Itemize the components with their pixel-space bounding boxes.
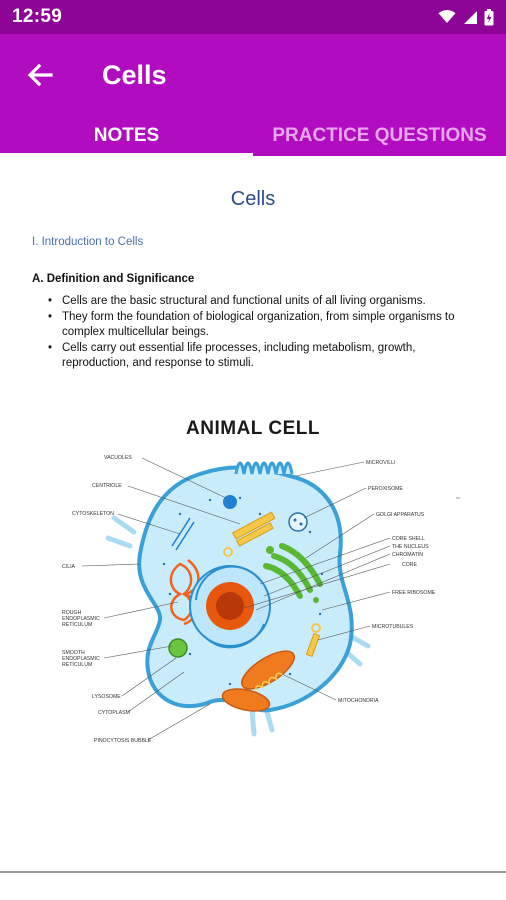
bullet-item: Cells carry out essential life processes… <box>48 341 478 372</box>
label-chromatin: CHROMATIN <box>392 552 423 558</box>
arrow-left-icon <box>27 64 53 86</box>
label-centriole: CENTRIOLE <box>92 483 122 489</box>
app-bar: Cells <box>0 34 506 116</box>
bottom-divider <box>0 871 506 873</box>
label-core: CORE <box>402 562 418 568</box>
label-rough-er: ROUGH <box>62 610 82 616</box>
label-vacuoles: VACUOLES <box>104 455 132 461</box>
centriole-shape <box>223 511 276 557</box>
label-smooth-er: ENDOPLASMIC <box>62 656 100 662</box>
document-title: Cells <box>230 188 276 210</box>
label-cilia: CILIA <box>62 564 76 570</box>
back-button[interactable] <box>0 34 80 116</box>
lysosome-shape <box>168 638 188 658</box>
label-lysosome: LYSOSOME <box>92 694 121 700</box>
subheading: A. Definition and Significance <box>32 273 195 285</box>
nucleus-shape <box>189 565 271 649</box>
bullet-item: Cells are the basic structural and funct… <box>48 294 478 310</box>
label-cytoskeleton: CYTOSKELETON <box>72 511 114 517</box>
cytoskeleton-lines <box>171 517 195 551</box>
status-bar: 12:59 <box>0 0 506 34</box>
label-rough-er: RETICULUM <box>62 622 92 628</box>
status-time: 12:59 <box>12 6 63 27</box>
label-core-shell: CORE SHELL <box>392 536 425 542</box>
battery-icon <box>484 8 494 25</box>
mitochondria-shape <box>221 650 295 712</box>
bottom-area <box>0 873 506 900</box>
label-microvilli: MICROVILLI <box>366 460 395 466</box>
status-icons <box>438 8 494 26</box>
peroxisome-shape <box>288 512 308 532</box>
tab-notes[interactable]: NOTES <box>0 116 253 156</box>
label-pinocytosis-bubble: PINOCYTOSIS BUBBLE <box>94 738 152 744</box>
label-free-ribosome: FREE RIBOSOME <box>392 590 436 596</box>
label-rough-er: ENDOPLASMIC <box>62 616 100 622</box>
microtubules-shape <box>305 623 321 658</box>
label-golgi-apparatus: GOLGI APPARATUS <box>376 512 425 518</box>
bullet-list: Cells are the basic structural and funct… <box>48 294 478 372</box>
microvilli-shape <box>234 461 294 475</box>
label-peroxisome: PEROXISOME <box>368 486 403 492</box>
label-smooth-er: SMOOTH <box>62 650 85 656</box>
animal-cell-diagram: VACUOLES CENTRIOLE CYTOSKELETON CILIA RO… <box>62 455 460 744</box>
section-heading: I. Introduction to Cells <box>32 236 144 248</box>
signal-icon <box>464 10 477 24</box>
page-title: Cells <box>102 59 167 90</box>
tab-practice-questions[interactable]: PRACTICE QUESTIONS <box>272 125 487 146</box>
label-the-nucleus: THE NUCLEUS <box>392 544 429 550</box>
label-smooth-er: RETICULUM <box>62 662 92 668</box>
leader-lines <box>81 457 460 741</box>
notes-content[interactable]: Cells I. Introduction to Cells A. Defini… <box>0 156 506 871</box>
tab-bar: NOTES PRACTICE QUESTIONS <box>0 116 506 156</box>
label-microtubules: MICROTUBULES <box>372 624 414 630</box>
bullet-item: They form the foundation of biological o… <box>48 310 478 341</box>
label-mitochondria: MITOCHONDRIA <box>338 698 379 704</box>
vacuole-shape <box>223 495 237 509</box>
label-cytoplasm: CYTOPLASM <box>98 710 130 716</box>
ribosome-dots <box>162 496 324 686</box>
figure-title: ANIMAL CELL <box>186 418 320 439</box>
wifi-icon <box>438 10 456 23</box>
